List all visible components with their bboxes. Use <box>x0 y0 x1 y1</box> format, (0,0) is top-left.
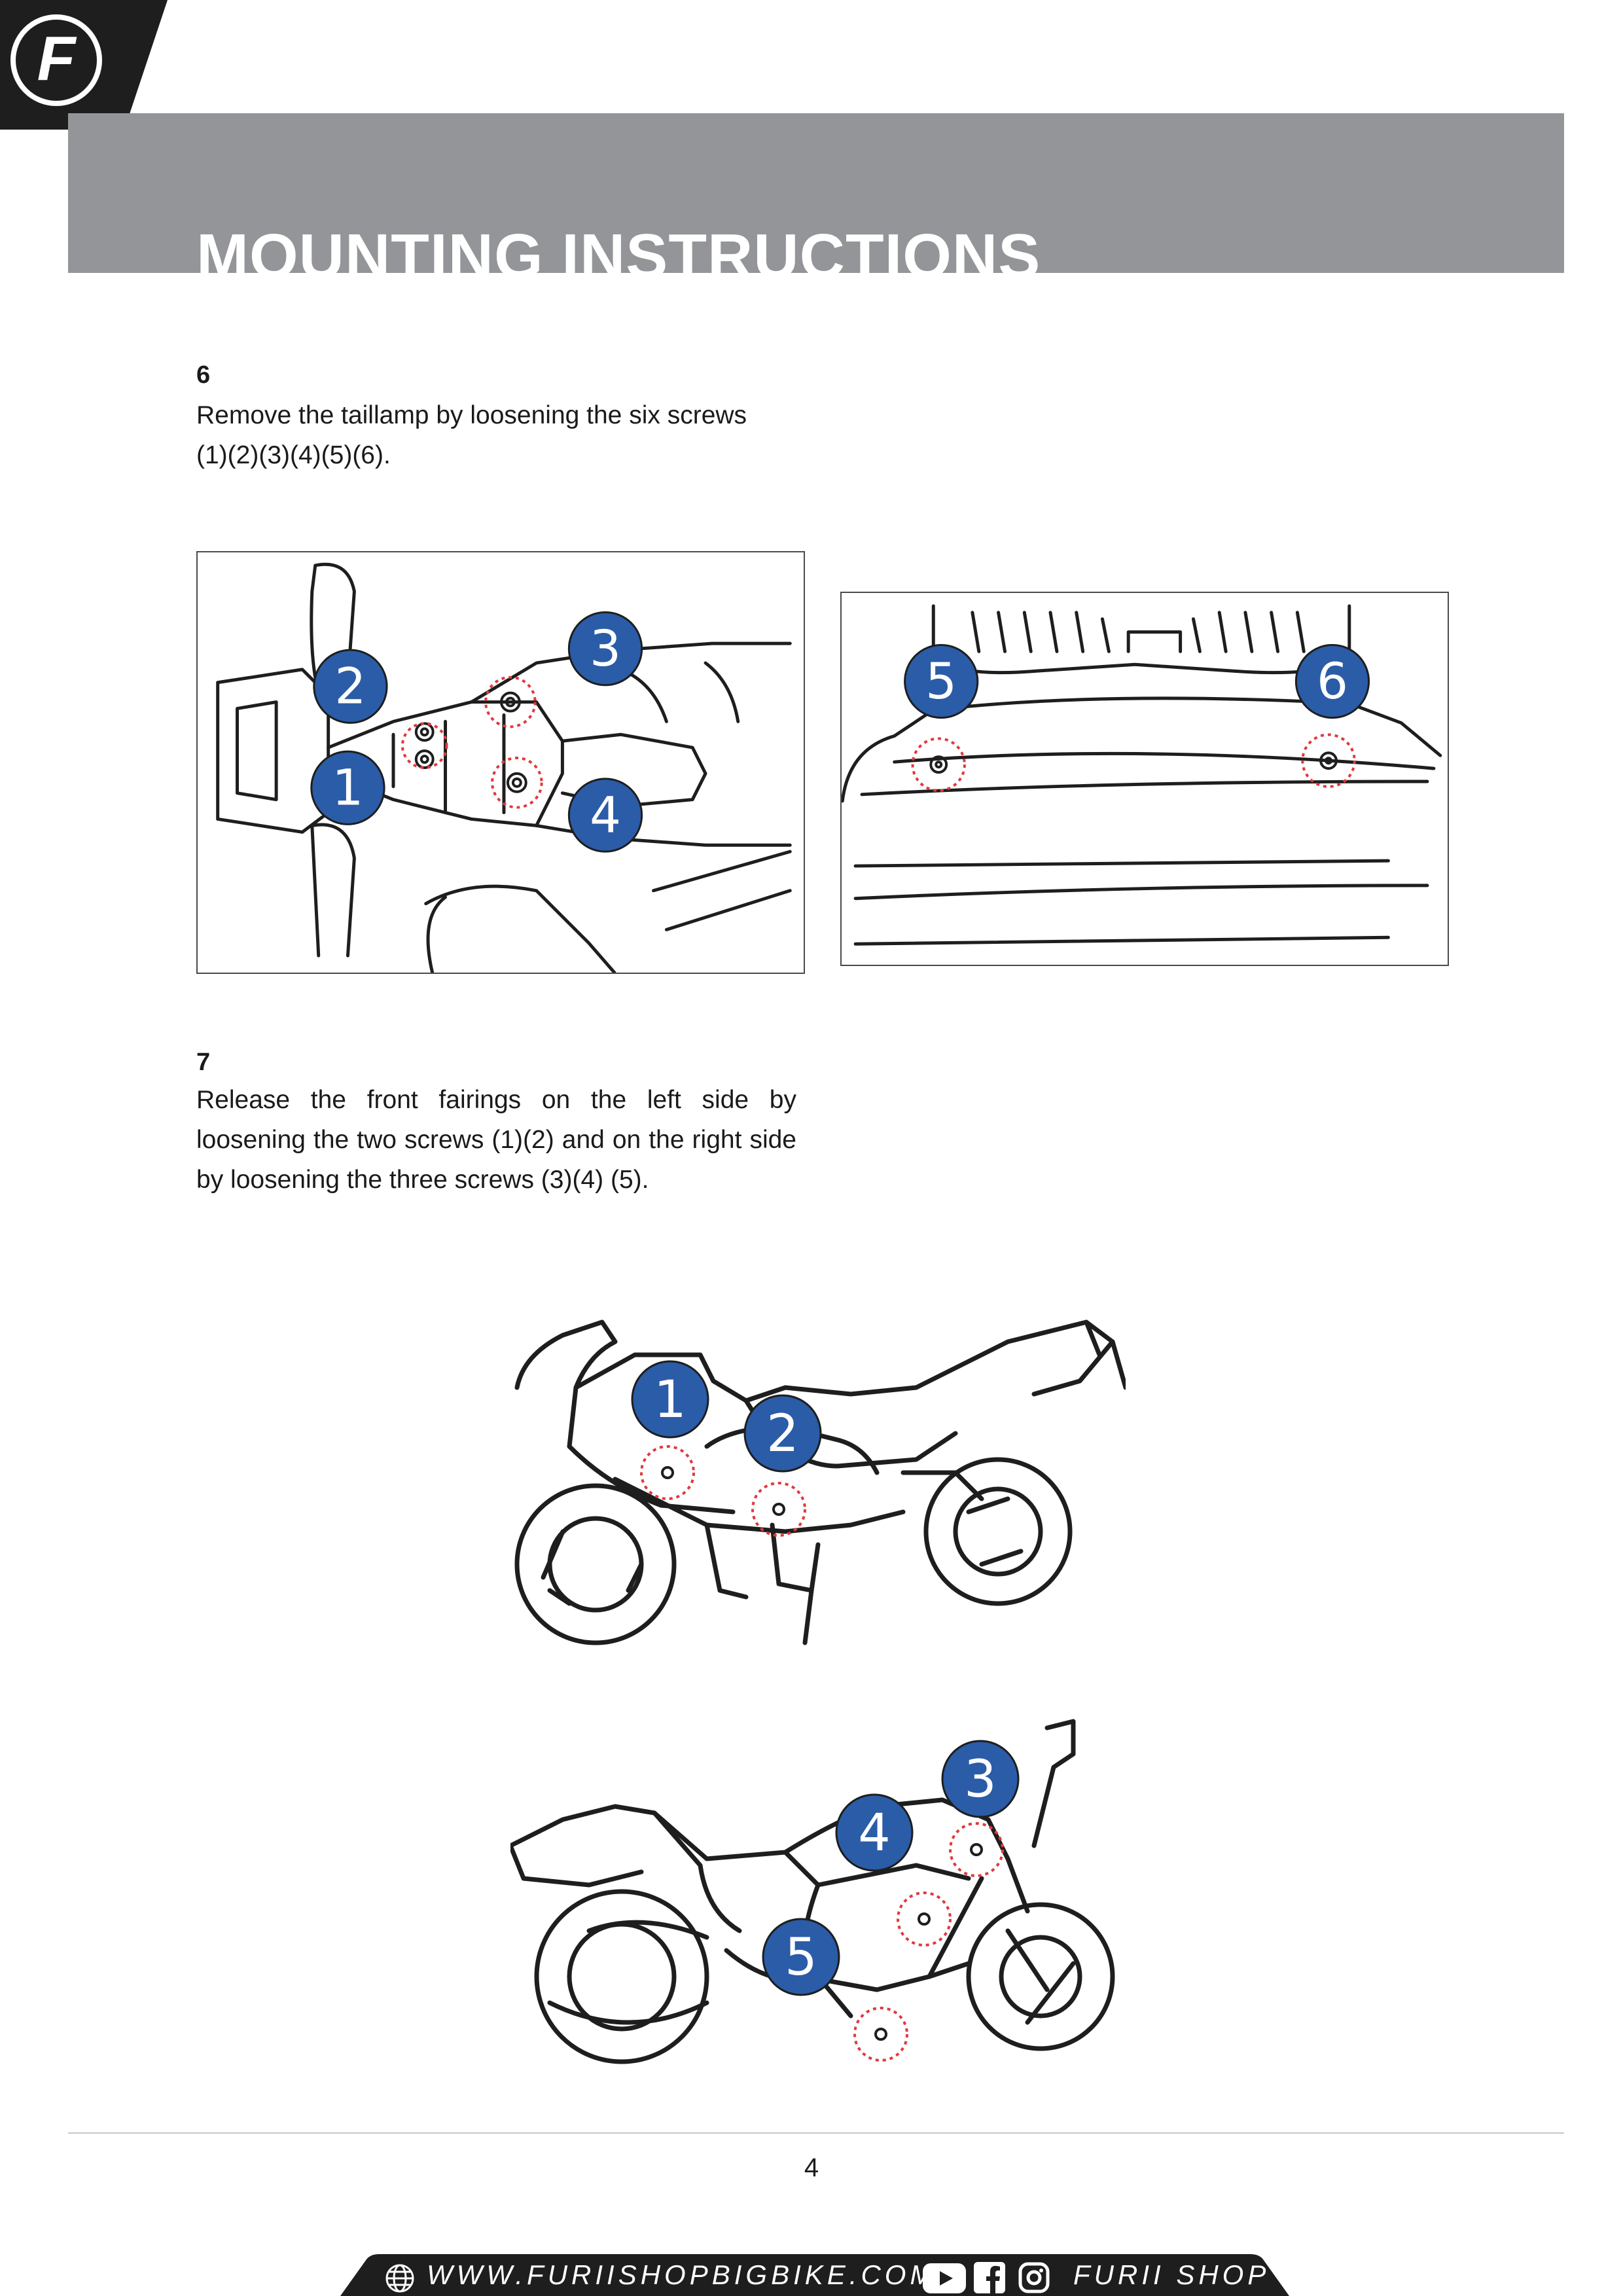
footer-divider <box>68 2132 1564 2134</box>
callout-4: 4 <box>590 786 621 844</box>
website-link[interactable]: WWW.FURIISHOPBIGBIKE.COM <box>427 2259 937 2290</box>
motorcycle-left-side-figure: 1 2 <box>514 1319 1126 1645</box>
logo-letter: F <box>37 24 77 94</box>
page-number: 4 <box>804 2153 819 2182</box>
footer-bar <box>340 2254 1289 2296</box>
callout-5: 5 <box>925 653 957 710</box>
callout-1: 1 <box>332 759 363 817</box>
youtube-icon[interactable] <box>923 2263 966 2293</box>
callout-1: 1 <box>654 1371 687 1429</box>
globe-icon <box>385 2264 414 2293</box>
brand-logo: F <box>0 0 168 130</box>
step-text: Remove the taillamp by loosening the six… <box>196 401 747 469</box>
step-text: Release the front fairings on the left s… <box>196 1086 796 1194</box>
callout-2: 2 <box>766 1405 799 1463</box>
step-number: 6 <box>196 361 211 389</box>
callout-4: 4 <box>858 1804 891 1863</box>
motorcycle-right-side-figure: 3 4 5 <box>510 1719 1115 2064</box>
taillamp-underside-figure: 5 6 <box>840 592 1449 966</box>
taillamp-top-view-figure: 1 2 3 4 <box>196 551 805 974</box>
facebook-icon[interactable] <box>974 2262 1005 2293</box>
callout-3: 3 <box>590 620 621 677</box>
callout-5: 5 <box>785 1928 817 1987</box>
callout-6: 6 <box>1317 653 1348 710</box>
header-banner: MOUNTING INSTRUCTIONS <box>68 113 1564 273</box>
instagram-icon[interactable] <box>1018 2262 1050 2293</box>
page-title: MOUNTING INSTRUCTIONS <box>196 221 1041 273</box>
step-number: 7 <box>196 1049 211 1076</box>
callout-3: 3 <box>964 1750 997 1809</box>
callout-2: 2 <box>334 658 366 715</box>
brand-name: FURII SHOP <box>1073 2259 1270 2290</box>
